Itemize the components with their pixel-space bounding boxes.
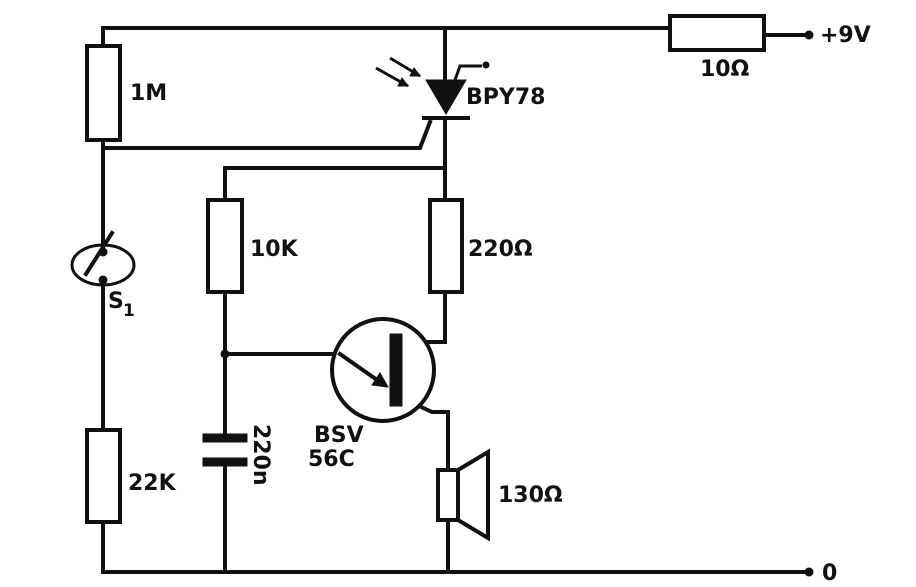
speaker-label: 130Ω: [498, 483, 563, 508]
resistor-10k-label: 10K: [250, 237, 299, 262]
phototransistor-bpy78: [375, 56, 490, 120]
phototransistor-label: BPY78: [466, 85, 545, 110]
resistor-22k-label: 22K: [128, 471, 177, 496]
transistor-bsv56c: [330, 317, 436, 423]
supply-label: +9V: [820, 23, 871, 48]
resistor-supply: [668, 14, 766, 52]
wires: [101, 26, 807, 574]
ground-terminal: [804, 567, 814, 577]
supply-terminal: [804, 30, 814, 40]
speaker-130: [436, 448, 490, 542]
transistor-type-label: BSV: [314, 423, 364, 448]
resistor-1m: [85, 44, 122, 142]
resistor-220-label: 220Ω: [468, 237, 533, 262]
switch-s1: [70, 230, 136, 287]
resistor-1m-label: 1M: [130, 81, 167, 106]
junction-dot-gate: [220, 349, 230, 359]
resistor-22k: [85, 428, 122, 524]
capacitor-220n: [202, 433, 248, 467]
switch-subscript: 1: [123, 301, 135, 321]
resistor-220: [428, 198, 464, 294]
capacitor-label: 220n: [248, 424, 273, 486]
resistor-10k: [206, 198, 244, 294]
switch-label: S: [108, 289, 124, 314]
transistor-code-label: 56C: [308, 447, 355, 472]
resistor-supply-label: 10Ω: [700, 57, 750, 82]
ground-label: 0: [822, 561, 837, 586]
